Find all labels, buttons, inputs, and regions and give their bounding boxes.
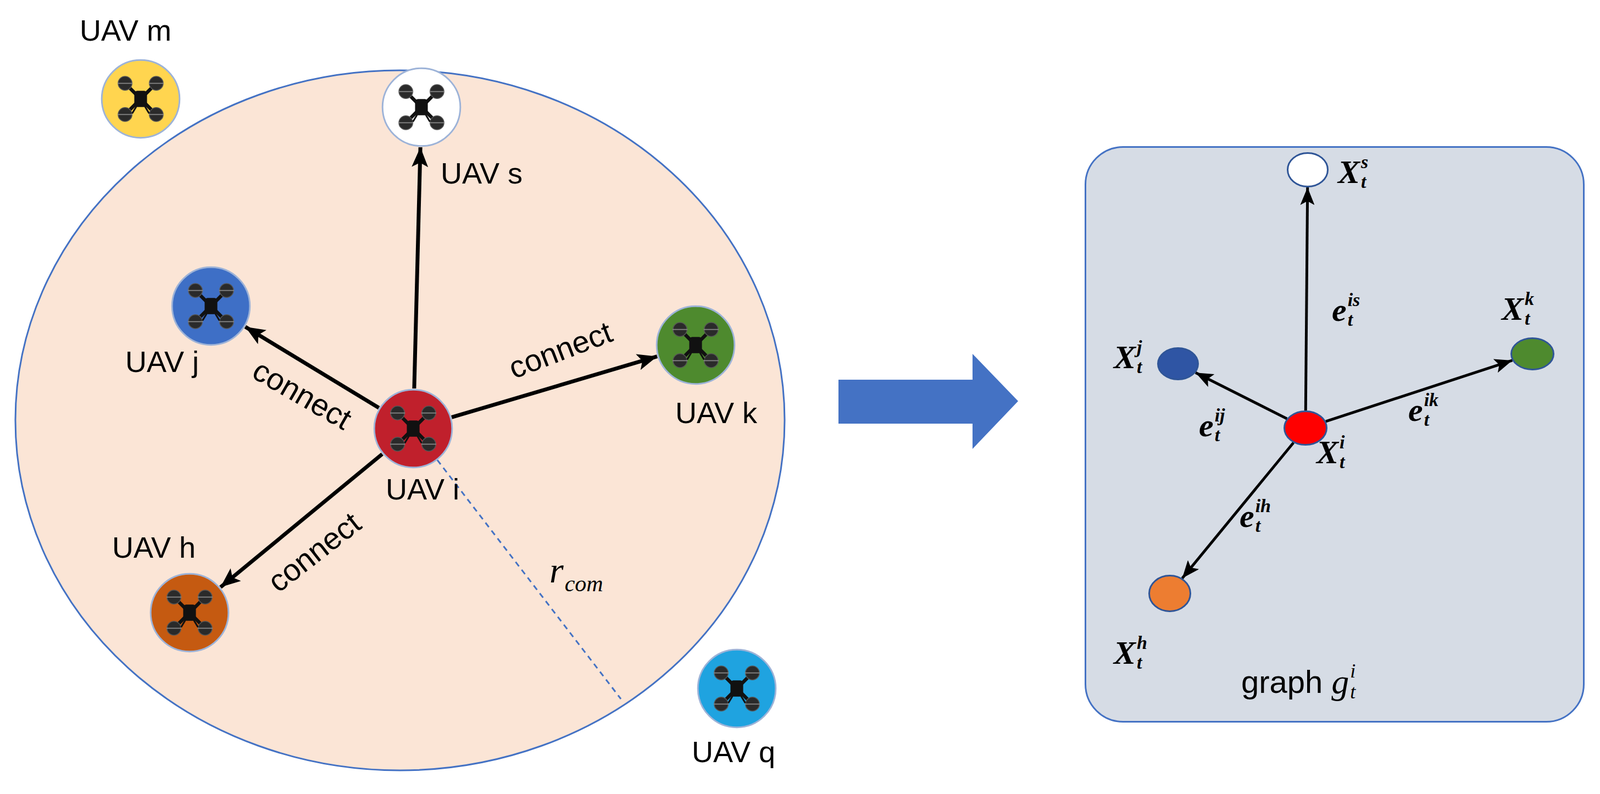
uav-label: UAV h [112,532,196,563]
uav-disc [171,267,250,346]
graph-node-ellipse [1158,348,1199,380]
communication-range [15,70,785,771]
uav-icon [381,67,462,148]
connector-arrow [1325,360,1513,422]
node-feature-label: Xit [1316,432,1345,472]
uav-label: UAV s [440,158,523,188]
range-variable: r [549,552,564,589]
graph-symbol: g [1331,664,1349,700]
connector-arrow [1305,187,1308,411]
range-symbol: rcom [549,552,604,589]
edge-label: connect [247,354,357,436]
graph-node-ellipse [1149,575,1191,612]
superscript: j [1136,337,1142,358]
feature-symbol: X [1113,340,1136,374]
panel-word: graph [1241,665,1323,698]
uav-icon [373,388,454,469]
drone-symbol [117,76,164,122]
uav-node: UAV m [100,58,181,140]
uav-disc [656,306,735,385]
uav-disc [697,649,776,728]
edge-label: connect [504,316,616,385]
subscript: t [1360,171,1366,192]
uav-label: UAV m [79,15,172,46]
uav-icon [100,58,181,140]
drone-symbol [187,283,235,329]
uav-disc [374,389,453,468]
graph-node-shape [1286,152,1329,188]
graph-node: Xht [1148,574,1192,613]
script-stack: kt [1524,289,1535,329]
uav-label: UAV j [125,346,199,377]
uav-disc [382,68,461,147]
uav-label: UAV q [691,736,776,767]
graph-panel: graphgitXstXjtXktXitXht [1084,146,1585,723]
graph-node-shape [1157,347,1199,381]
feature-symbol: X [1501,292,1524,326]
uav-icon [655,304,736,386]
subscript: t [1350,681,1356,703]
script-stack: jt [1136,337,1142,377]
feature-symbol: X [1113,636,1136,670]
subscript: t [1524,308,1530,329]
graph-node-ellipse [1511,338,1554,370]
edge-label: connect [262,507,366,598]
connector-arrow [245,326,379,408]
range-radius-line [413,428,621,699]
graph-node: Xst [1286,152,1329,188]
uav-disc [150,573,229,652]
connector-arrow [220,453,382,587]
graph-node-shape [1148,574,1192,613]
uav-icon [170,265,252,347]
uav-node: UAV h [149,572,230,653]
graph-node-ellipse [1287,153,1329,187]
connector-arrow [1182,442,1294,579]
node-feature-label: Xst [1337,152,1369,192]
uav-node: UAV i [373,388,454,469]
uav-node: UAV q [696,648,777,729]
graph-node-shape [1510,337,1555,371]
drone-symbol [713,665,760,711]
script-stack: it [1339,432,1345,472]
superscript: h [1136,632,1148,653]
panel-title: graphgit [1241,660,1356,703]
feature-symbol: X [1337,155,1360,189]
connector-arrow [451,356,658,418]
graph-node: Xkt [1510,337,1555,371]
drone-symbol [390,406,437,452]
superscript: k [1524,289,1535,309]
script-stack: ht [1136,632,1148,672]
subscript: t [1136,357,1142,377]
graph-node: Xjt [1157,347,1199,381]
uav-icon [696,648,777,729]
drone-symbol [672,322,719,368]
node-feature-label: Xkt [1501,289,1535,329]
subscript: t [1136,652,1142,673]
node-feature-label: Xht [1113,632,1148,672]
connector-arrow [414,147,421,389]
script-stack: st [1360,152,1369,192]
uav-node: UAV k [655,304,736,386]
connector-arrow [1195,372,1287,419]
uav-node: UAV s [381,67,462,148]
transform-arrow [838,353,1019,449]
subscript: com [564,571,604,596]
uav-node: UAV j [170,265,252,347]
drone-symbol [398,84,445,130]
superscript: i [1339,432,1345,453]
subscript: t [1339,452,1345,472]
node-feature-label: Xjt [1113,337,1142,377]
script-stack: it [1350,660,1356,703]
uav-icon [149,572,230,653]
uav-label: UAV i [385,474,460,504]
drone-symbol [166,590,213,636]
superscript: i [1350,660,1356,682]
uav-disc [101,59,180,138]
feature-symbol: X [1316,435,1339,469]
uav-label: UAV k [675,397,758,428]
graph-node: Xit [1283,410,1328,446]
superscript: s [1360,152,1369,172]
